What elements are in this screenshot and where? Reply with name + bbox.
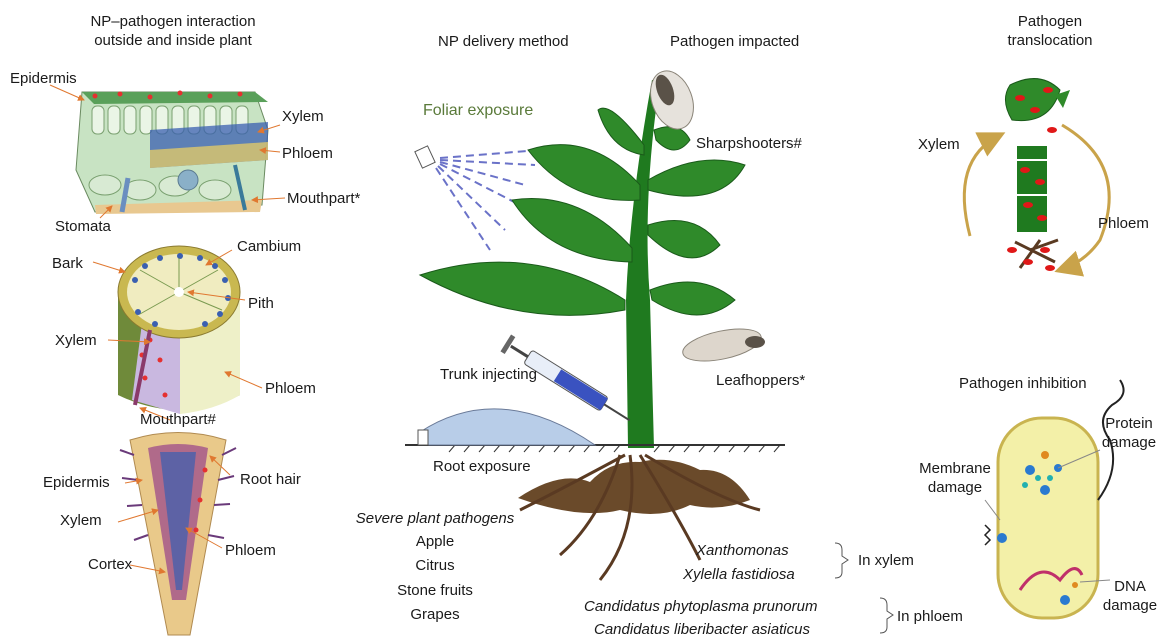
tag-in-phloem: In phloem: [897, 608, 963, 626]
label-protein-damage-line2: damage: [1090, 434, 1168, 452]
phloem-bracket: [880, 598, 893, 633]
label-pith: Pith: [248, 295, 274, 313]
heading-inhibition: Pathogen inhibition: [959, 375, 1087, 393]
root-tip-section: [120, 433, 236, 636]
pathogen-xylella: Xylella fastidiosa: [683, 566, 795, 584]
label-root-phloem: Phloem: [225, 542, 276, 560]
leafhopper-insect: [680, 323, 765, 367]
label-foliar-exposure: Foliar exposure: [423, 102, 533, 120]
heading-translocation-line1: Pathogen: [975, 13, 1125, 31]
label-root-xylem: Xylem: [60, 512, 102, 530]
label-leaf-epidermis: Epidermis: [10, 70, 77, 88]
label-transloc-phloem: Phloem: [1098, 215, 1149, 233]
label-stem-phloem: Phloem: [265, 380, 316, 398]
label-leaf-xylem: Xylem: [282, 108, 324, 126]
label-trunk-injecting: Trunk injecting: [440, 366, 537, 384]
label-membrane-damage-line2: damage: [910, 479, 1000, 497]
pathogen-xanthomonas: Xanthomonas: [696, 542, 789, 560]
crop-item: Stone fruits: [360, 582, 510, 600]
root-exposure-dome: [418, 409, 595, 445]
crop-item: Grapes: [360, 606, 510, 624]
label-stem-mouthpart: Mouthpart#: [140, 411, 216, 429]
label-stomata: Stomata: [55, 218, 111, 236]
heading-delivery: NP delivery method: [438, 33, 569, 51]
leaf-cross-section: [76, 91, 268, 215]
label-root-hair: Root hair: [240, 471, 301, 489]
label-root-exposure: Root exposure: [433, 458, 531, 476]
crop-item: Apple: [360, 533, 510, 551]
heading-impacted: Pathogen impacted: [670, 33, 799, 51]
label-dna-damage-line1: DNA: [1092, 578, 1168, 596]
label-sharpshooters: Sharpshooters#: [696, 135, 802, 153]
heading-interaction-line1: NP–pathogen interaction: [48, 13, 298, 31]
sprayer: [415, 146, 540, 250]
label-leaf-mouthpart: Mouthpart*: [287, 190, 360, 208]
label-leafhoppers: Leafhoppers*: [716, 372, 805, 390]
label-cambium: Cambium: [237, 238, 301, 256]
xylem-bracket: [835, 543, 848, 578]
crop-item: Citrus: [360, 557, 510, 575]
heading-interaction-line2: outside and inside plant: [48, 32, 298, 50]
crops-title: Severe plant pathogens: [320, 510, 550, 528]
heading-translocation-line2: translocation: [975, 32, 1125, 50]
label-protein-damage-line1: Protein: [1090, 415, 1168, 433]
translocation-cycle: [964, 79, 1109, 271]
tag-in-xylem: In xylem: [858, 552, 914, 570]
label-dna-damage-line2: damage: [1092, 597, 1168, 615]
label-bark: Bark: [52, 255, 83, 273]
label-leaf-phloem: Phloem: [282, 145, 333, 163]
pathogen-phytoplasma: Candidatus phytoplasma prunorum: [584, 598, 817, 616]
label-cortex: Cortex: [88, 556, 132, 574]
pathogen-liberibacter: Candidatus liberibacter asiaticus: [594, 621, 810, 639]
label-root-epidermis: Epidermis: [43, 474, 110, 492]
label-stem-xylem: Xylem: [55, 332, 97, 350]
label-transloc-xylem: Xylem: [918, 136, 960, 154]
label-membrane-damage-line1: Membrane: [910, 460, 1000, 478]
stem-cross-section: [118, 246, 240, 414]
